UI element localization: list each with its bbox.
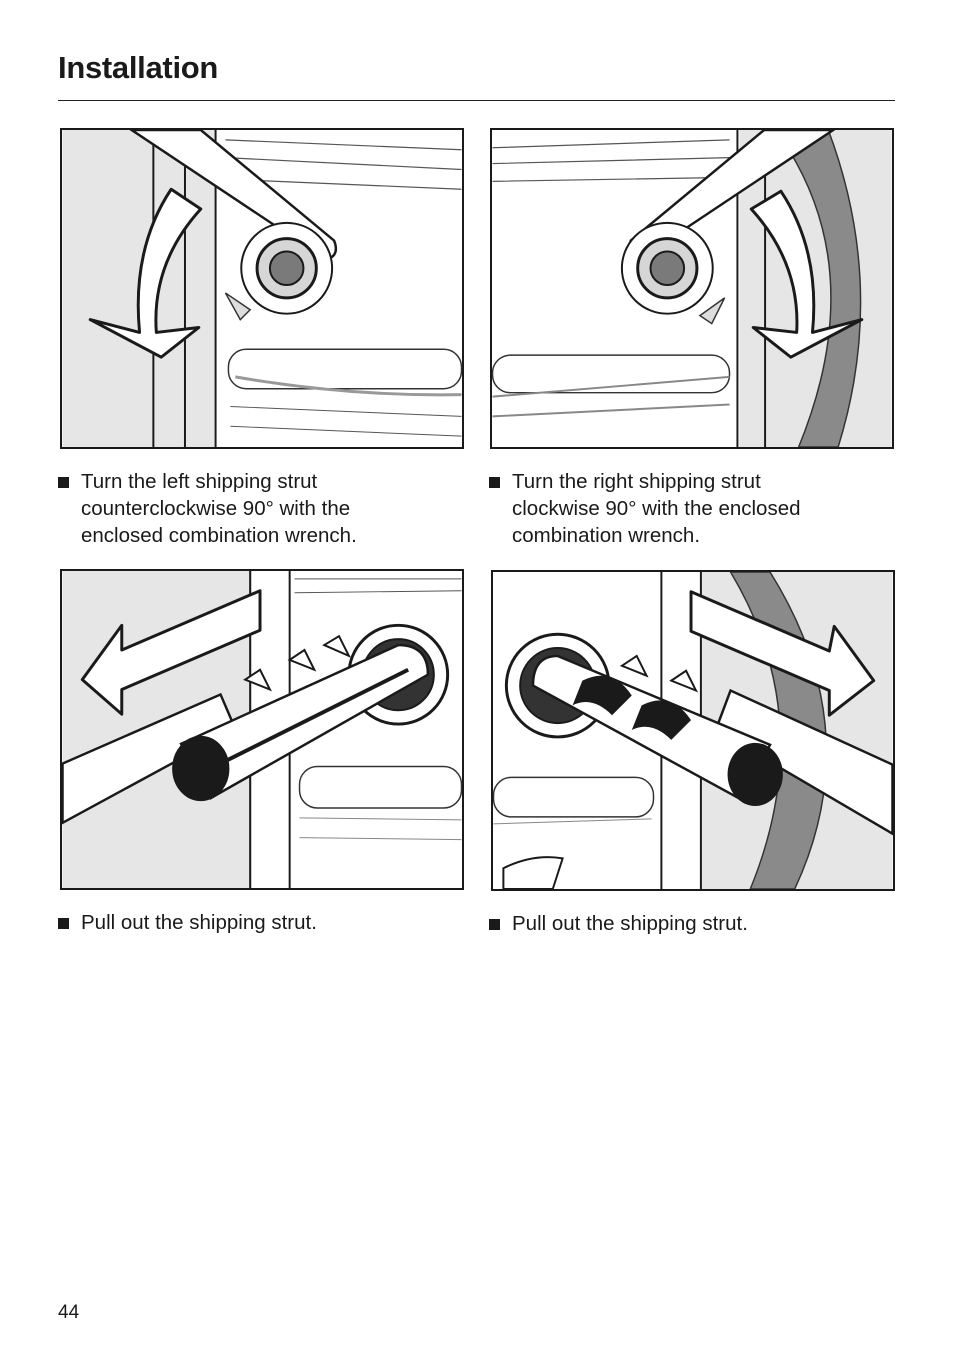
- step-line: Pull out the shipping strut.: [512, 912, 748, 935]
- figure-left-strut-rotate: [60, 128, 464, 449]
- header-rule: [58, 100, 895, 101]
- step-line: Pull out the shipping strut.: [81, 911, 317, 934]
- bullet-square-icon: [58, 477, 69, 488]
- illustration-right-strut-pull: [493, 572, 893, 889]
- bullet-square-icon: [489, 919, 500, 930]
- step-line: enclosed combination wrench.: [81, 524, 357, 547]
- bullet-square-icon: [58, 918, 69, 929]
- illustration-right-strut-rotate: [492, 130, 892, 447]
- step-line: Turn the right shipping strut: [512, 470, 761, 493]
- figure-left-strut-pull: [60, 569, 464, 890]
- step-line: Turn the left shipping strut: [81, 470, 318, 493]
- bullet-square-icon: [489, 477, 500, 488]
- page-title: Installation: [58, 50, 219, 85]
- step-line: combination wrench.: [512, 524, 701, 547]
- figure-right-strut-pull: [491, 570, 895, 891]
- step-line: counterclockwise 90° with the: [81, 497, 351, 520]
- illustration-left-strut-rotate: [62, 130, 462, 447]
- figure-right-strut-rotate: [490, 128, 894, 449]
- step-line: clockwise 90° with the enclosed: [512, 497, 801, 520]
- page-number: 44: [58, 1302, 80, 1323]
- illustration-left-strut-pull: [62, 571, 462, 888]
